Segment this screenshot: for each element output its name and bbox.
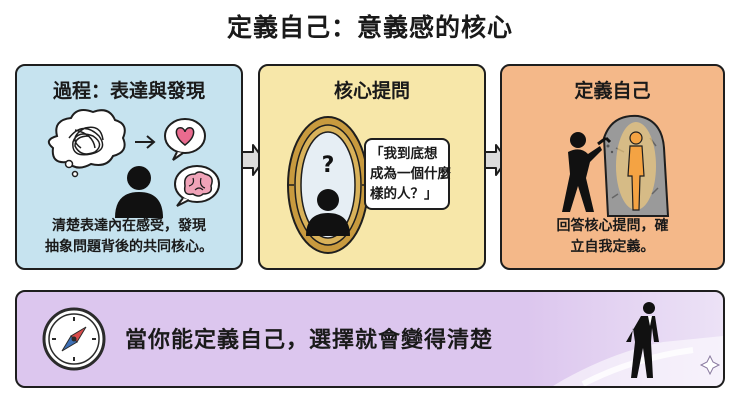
conclusion-text: 當你能定義自己，選擇就會變得清楚	[125, 328, 494, 353]
panel-process-caption: 清楚表達內在感受，發現 抽象問題背後的共同核心。	[25, 216, 233, 258]
heart-bubble-icon	[164, 118, 206, 161]
panel-process: 過程：表達與發現 清楚表達內在感受，發現 抽	[15, 64, 243, 270]
caption-line: 回答核心提問，確	[556, 218, 669, 234]
person-silhouette-icon	[115, 166, 163, 218]
panel-core-question: 核心提問 ? 「我到底想 成為一個什麼 樣的人？」	[258, 64, 486, 270]
panel-define-self-caption: 回答核心提問，確 立自我定義。	[510, 216, 715, 258]
caption-line: 立自我定義。	[570, 239, 655, 255]
bubble-line: 「我到底想	[370, 146, 438, 162]
compass-icon	[42, 307, 106, 371]
caption-line: 清楚表達內在感受，發現	[52, 218, 206, 234]
sculptor-carving-statue-icon	[562, 114, 670, 217]
tangled-thought-icon	[47, 109, 126, 178]
question-mark-icon: ?	[322, 153, 335, 178]
page-title: 定義自己：意義感的核心	[226, 13, 513, 42]
bubble-line: 樣的人？」	[370, 186, 438, 202]
core-question-bubble: 「我到底想 成為一個什麼 樣的人？」	[364, 138, 451, 210]
panel-define-self-title: 定義自己	[574, 80, 651, 102]
caption-line: 抽象問題背後的共同核心。	[45, 239, 213, 255]
mirror-icon: ?	[287, 116, 369, 254]
panel-process-title: 過程：表達與發現	[52, 80, 205, 102]
bubble-line: 成為一個什麼	[370, 166, 451, 182]
walking-businessman-icon	[553, 302, 723, 386]
conclusion-banner: 當你能定義自己，選擇就會變得清楚	[15, 290, 725, 388]
panel-core-question-title: 核心提問	[333, 80, 410, 102]
brain-bubble-icon	[174, 165, 220, 207]
process-illustration	[47, 109, 220, 218]
panel-define-self: 定義自己 回答核心提問，確 立自我定義。	[500, 64, 725, 270]
